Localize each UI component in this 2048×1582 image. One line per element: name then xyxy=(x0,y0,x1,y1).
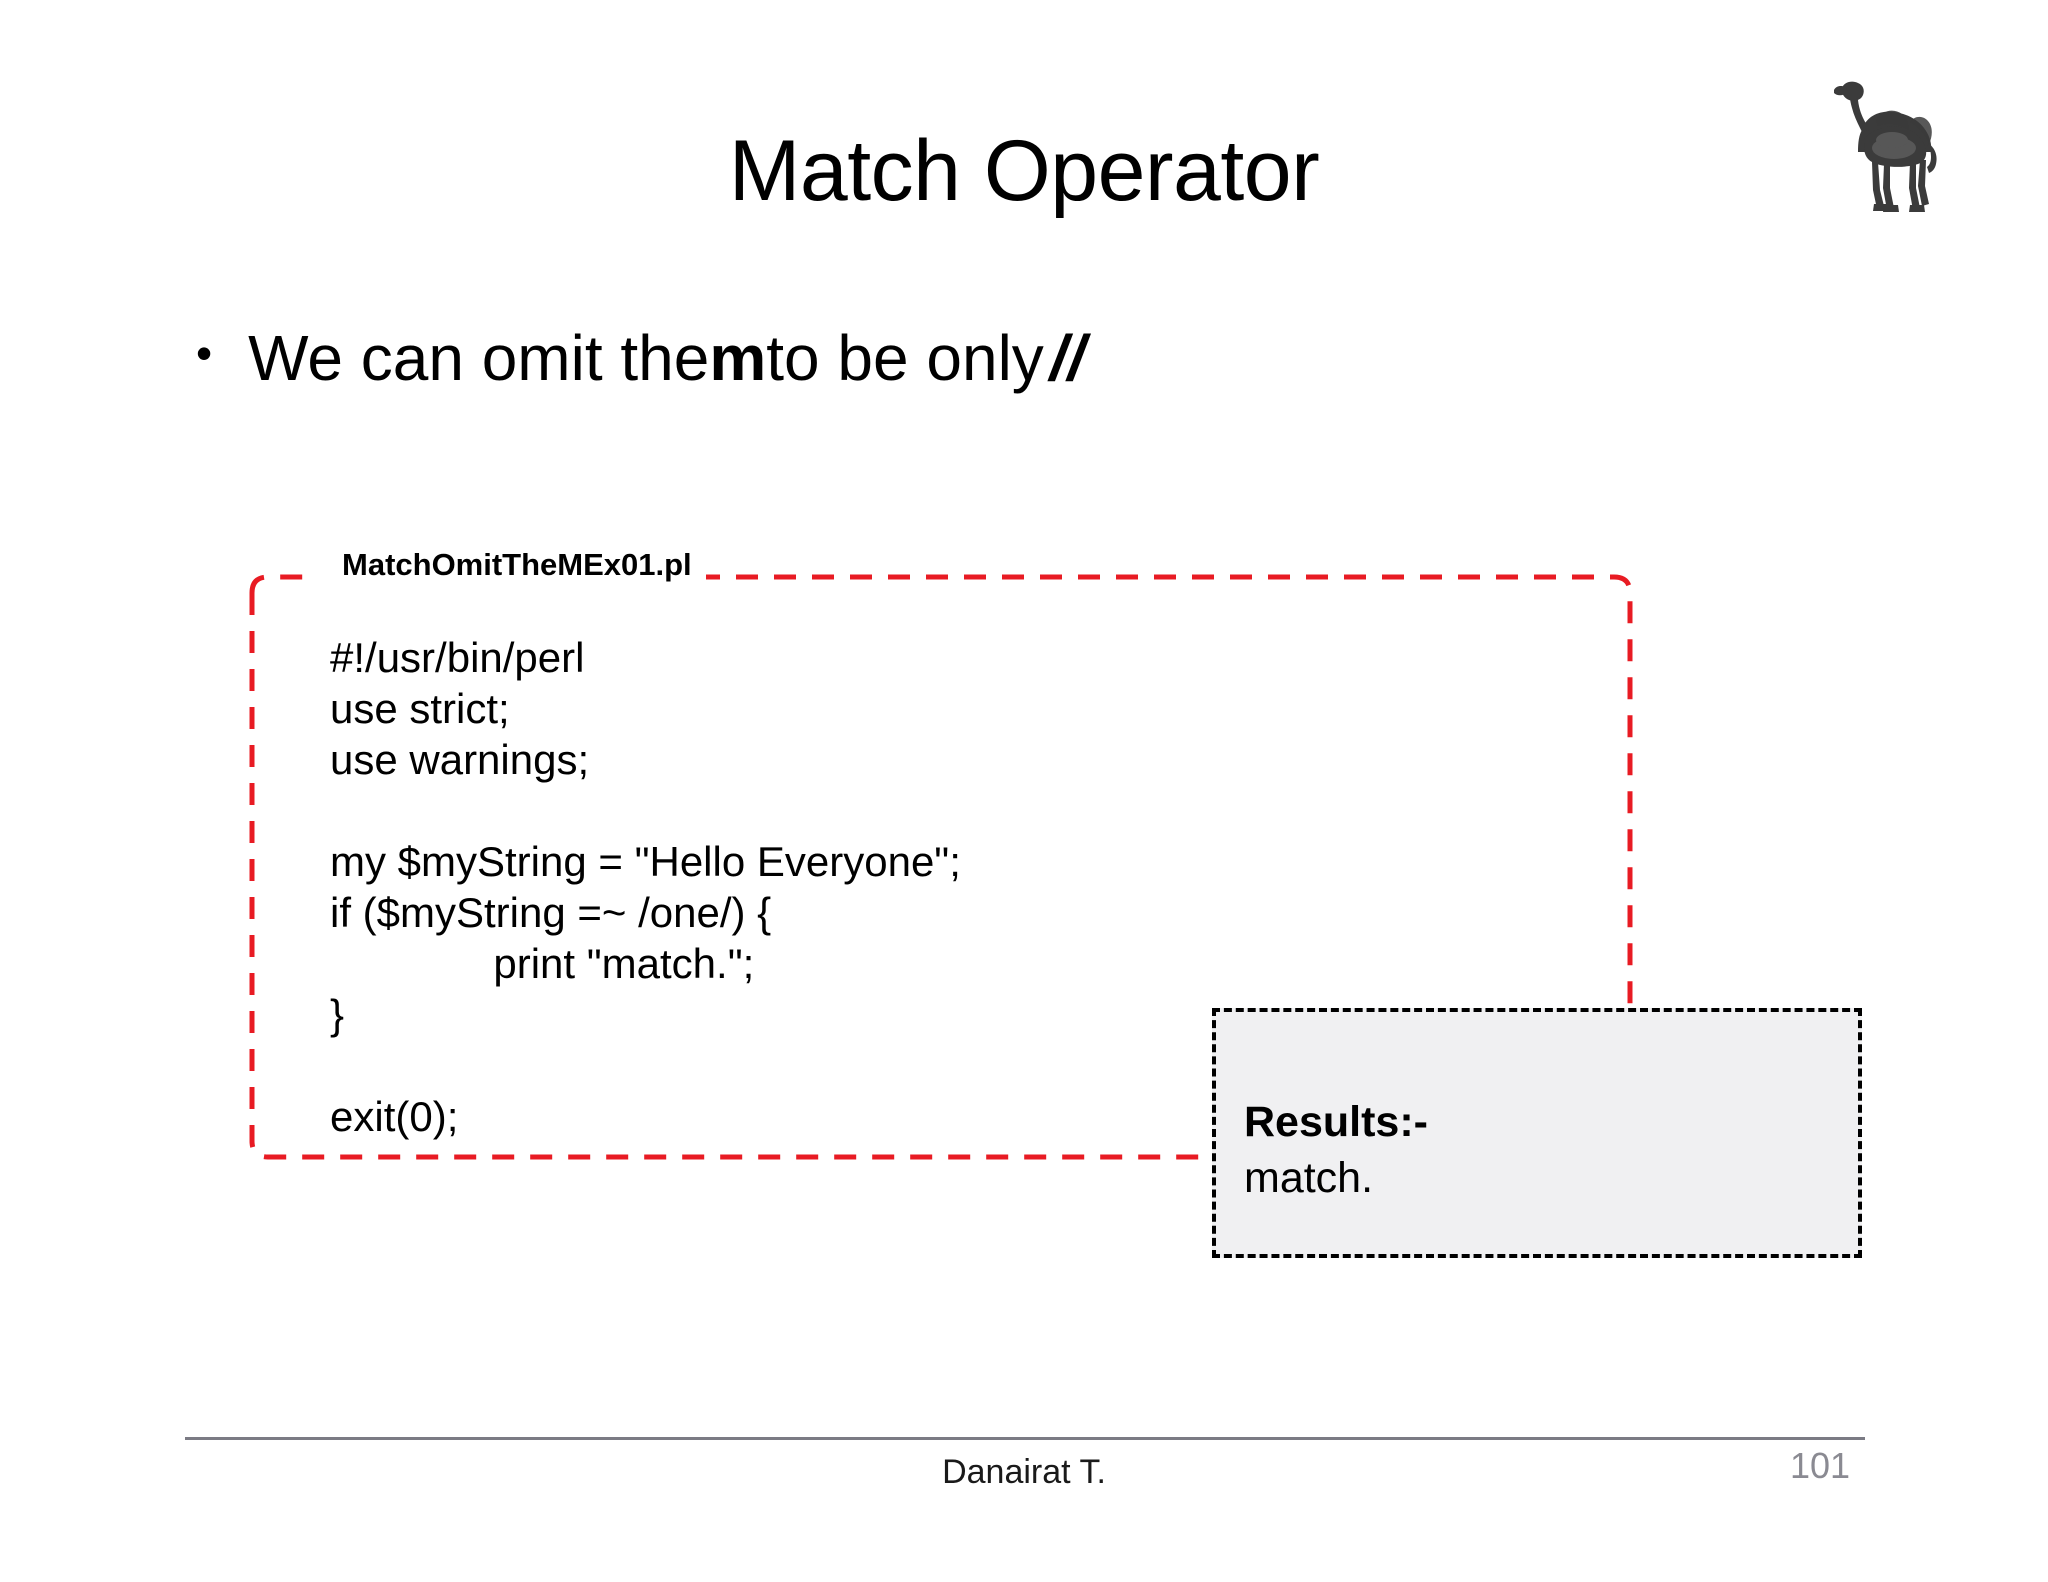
perl-camel-icon xyxy=(1832,78,1962,213)
bullet-text-before: We can omit the xyxy=(248,322,710,394)
page-number: 101 xyxy=(1790,1445,1851,1486)
results-callout-box: Results:- match. xyxy=(1212,1008,1862,1258)
bullet-marker-icon: • xyxy=(196,327,213,379)
footer-divider xyxy=(185,1437,1865,1440)
results-output-value: match. xyxy=(1244,1154,1374,1202)
results-content: Results:- match. xyxy=(1244,1094,1428,1206)
page-title: Match Operator xyxy=(728,123,1320,219)
bullet-code-literal: // xyxy=(1049,322,1086,394)
bullet-emphasis-m: m xyxy=(709,322,767,394)
code-filename-label: MatchOmitTheMEx01.pl xyxy=(328,547,706,583)
code-box-dashed-border xyxy=(249,574,1633,1160)
results-label: Results:- xyxy=(1244,1098,1428,1146)
code-block: #!/usr/bin/perl use strict; use warnings… xyxy=(330,634,961,1140)
footer-author: Danairat T. xyxy=(942,1453,1106,1491)
bullet-text-middle: to be only xyxy=(766,322,1044,394)
bullet-line: • We can omit the m to be only // xyxy=(196,322,1085,396)
code-callout-box: MatchOmitTheMEx01.pl #!/usr/bin/perl use… xyxy=(249,547,1633,1163)
